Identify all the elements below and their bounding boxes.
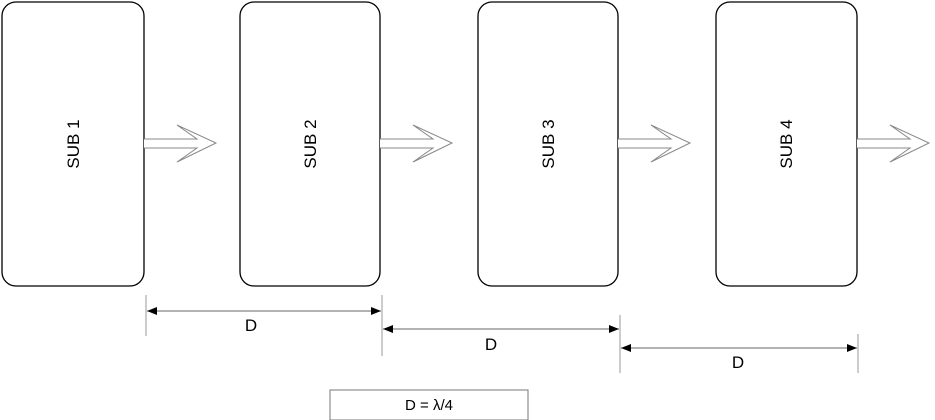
sub-label-3: SUB 3 <box>539 119 558 168</box>
sub-block-4: SUB 4 <box>715 1 858 287</box>
dimension-label: D <box>732 353 744 372</box>
legend-text: D = λ/4 <box>405 397 453 414</box>
flow-arrow-icon <box>144 124 218 163</box>
sub-label-4: SUB 4 <box>777 119 796 168</box>
dimension-label: D <box>245 316 257 335</box>
legend-box: D = λ/4 <box>329 389 529 420</box>
dimension-3: D <box>621 344 857 372</box>
sub-block-3: SUB 3 <box>477 1 619 287</box>
flow-arrow-icon <box>618 124 692 163</box>
dimension-1: D <box>147 307 381 335</box>
flow-arrow-icon <box>857 124 931 163</box>
sub-label-1: SUB 1 <box>64 119 83 168</box>
sub-label-2: SUB 2 <box>301 119 320 168</box>
dimension-label: D <box>485 335 497 354</box>
flow-arrow-icon <box>380 124 454 163</box>
sub-block-1: SUB 1 <box>1 1 145 287</box>
sub-block-2: SUB 2 <box>239 1 381 287</box>
dimension-2: D <box>383 325 619 354</box>
